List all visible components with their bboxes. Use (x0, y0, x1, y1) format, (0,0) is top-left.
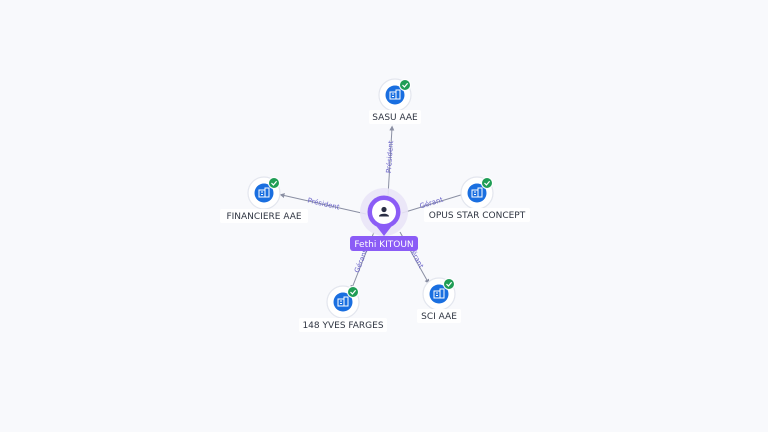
company-label-148-yves-farges: 148 YVES FARGES (302, 321, 383, 331)
company-building-icon (471, 187, 483, 198)
company-node-opus-star-concept[interactable]: OPUS STAR CONCEPT (424, 176, 530, 222)
company-label-sci-aae: SCI AAE (421, 312, 457, 322)
company-building-icon (258, 187, 270, 198)
verified-check-icon (268, 177, 280, 189)
person-icon (379, 206, 389, 217)
company-building-icon (389, 89, 401, 100)
company-node-sasu-aae[interactable]: SASU AAE (369, 78, 421, 124)
verified-check-icon (481, 177, 493, 189)
company-building-icon (433, 288, 445, 299)
verified-check-icon (347, 286, 359, 298)
company-label-opus-star-concept: OPUS STAR CONCEPT (429, 211, 526, 221)
edge-label-148-yves-farges: Gérant (353, 248, 369, 274)
company-node-financiere-aae[interactable]: FINANCIERE AAE (220, 176, 308, 223)
edge-sasu-aae: Président (385, 125, 395, 197)
verified-check-icon (399, 79, 411, 91)
company-label-financiere-aae: FINANCIERE AAE (226, 212, 301, 222)
company-node-sci-aae[interactable]: SCI AAE (417, 277, 461, 323)
edge-label-financiere-aae: Président (307, 196, 341, 211)
person-node-center[interactable]: Fethi KITOUN (350, 188, 418, 251)
edge-label-sasu-aae: Président (385, 140, 395, 173)
company-label-sasu-aae: SASU AAE (372, 113, 418, 123)
person-name-label: Fethi KITOUN (354, 240, 413, 250)
company-building-icon (337, 296, 349, 307)
company-node-148-yves-farges[interactable]: 148 YVES FARGES (299, 285, 387, 332)
verified-check-icon (443, 278, 455, 290)
